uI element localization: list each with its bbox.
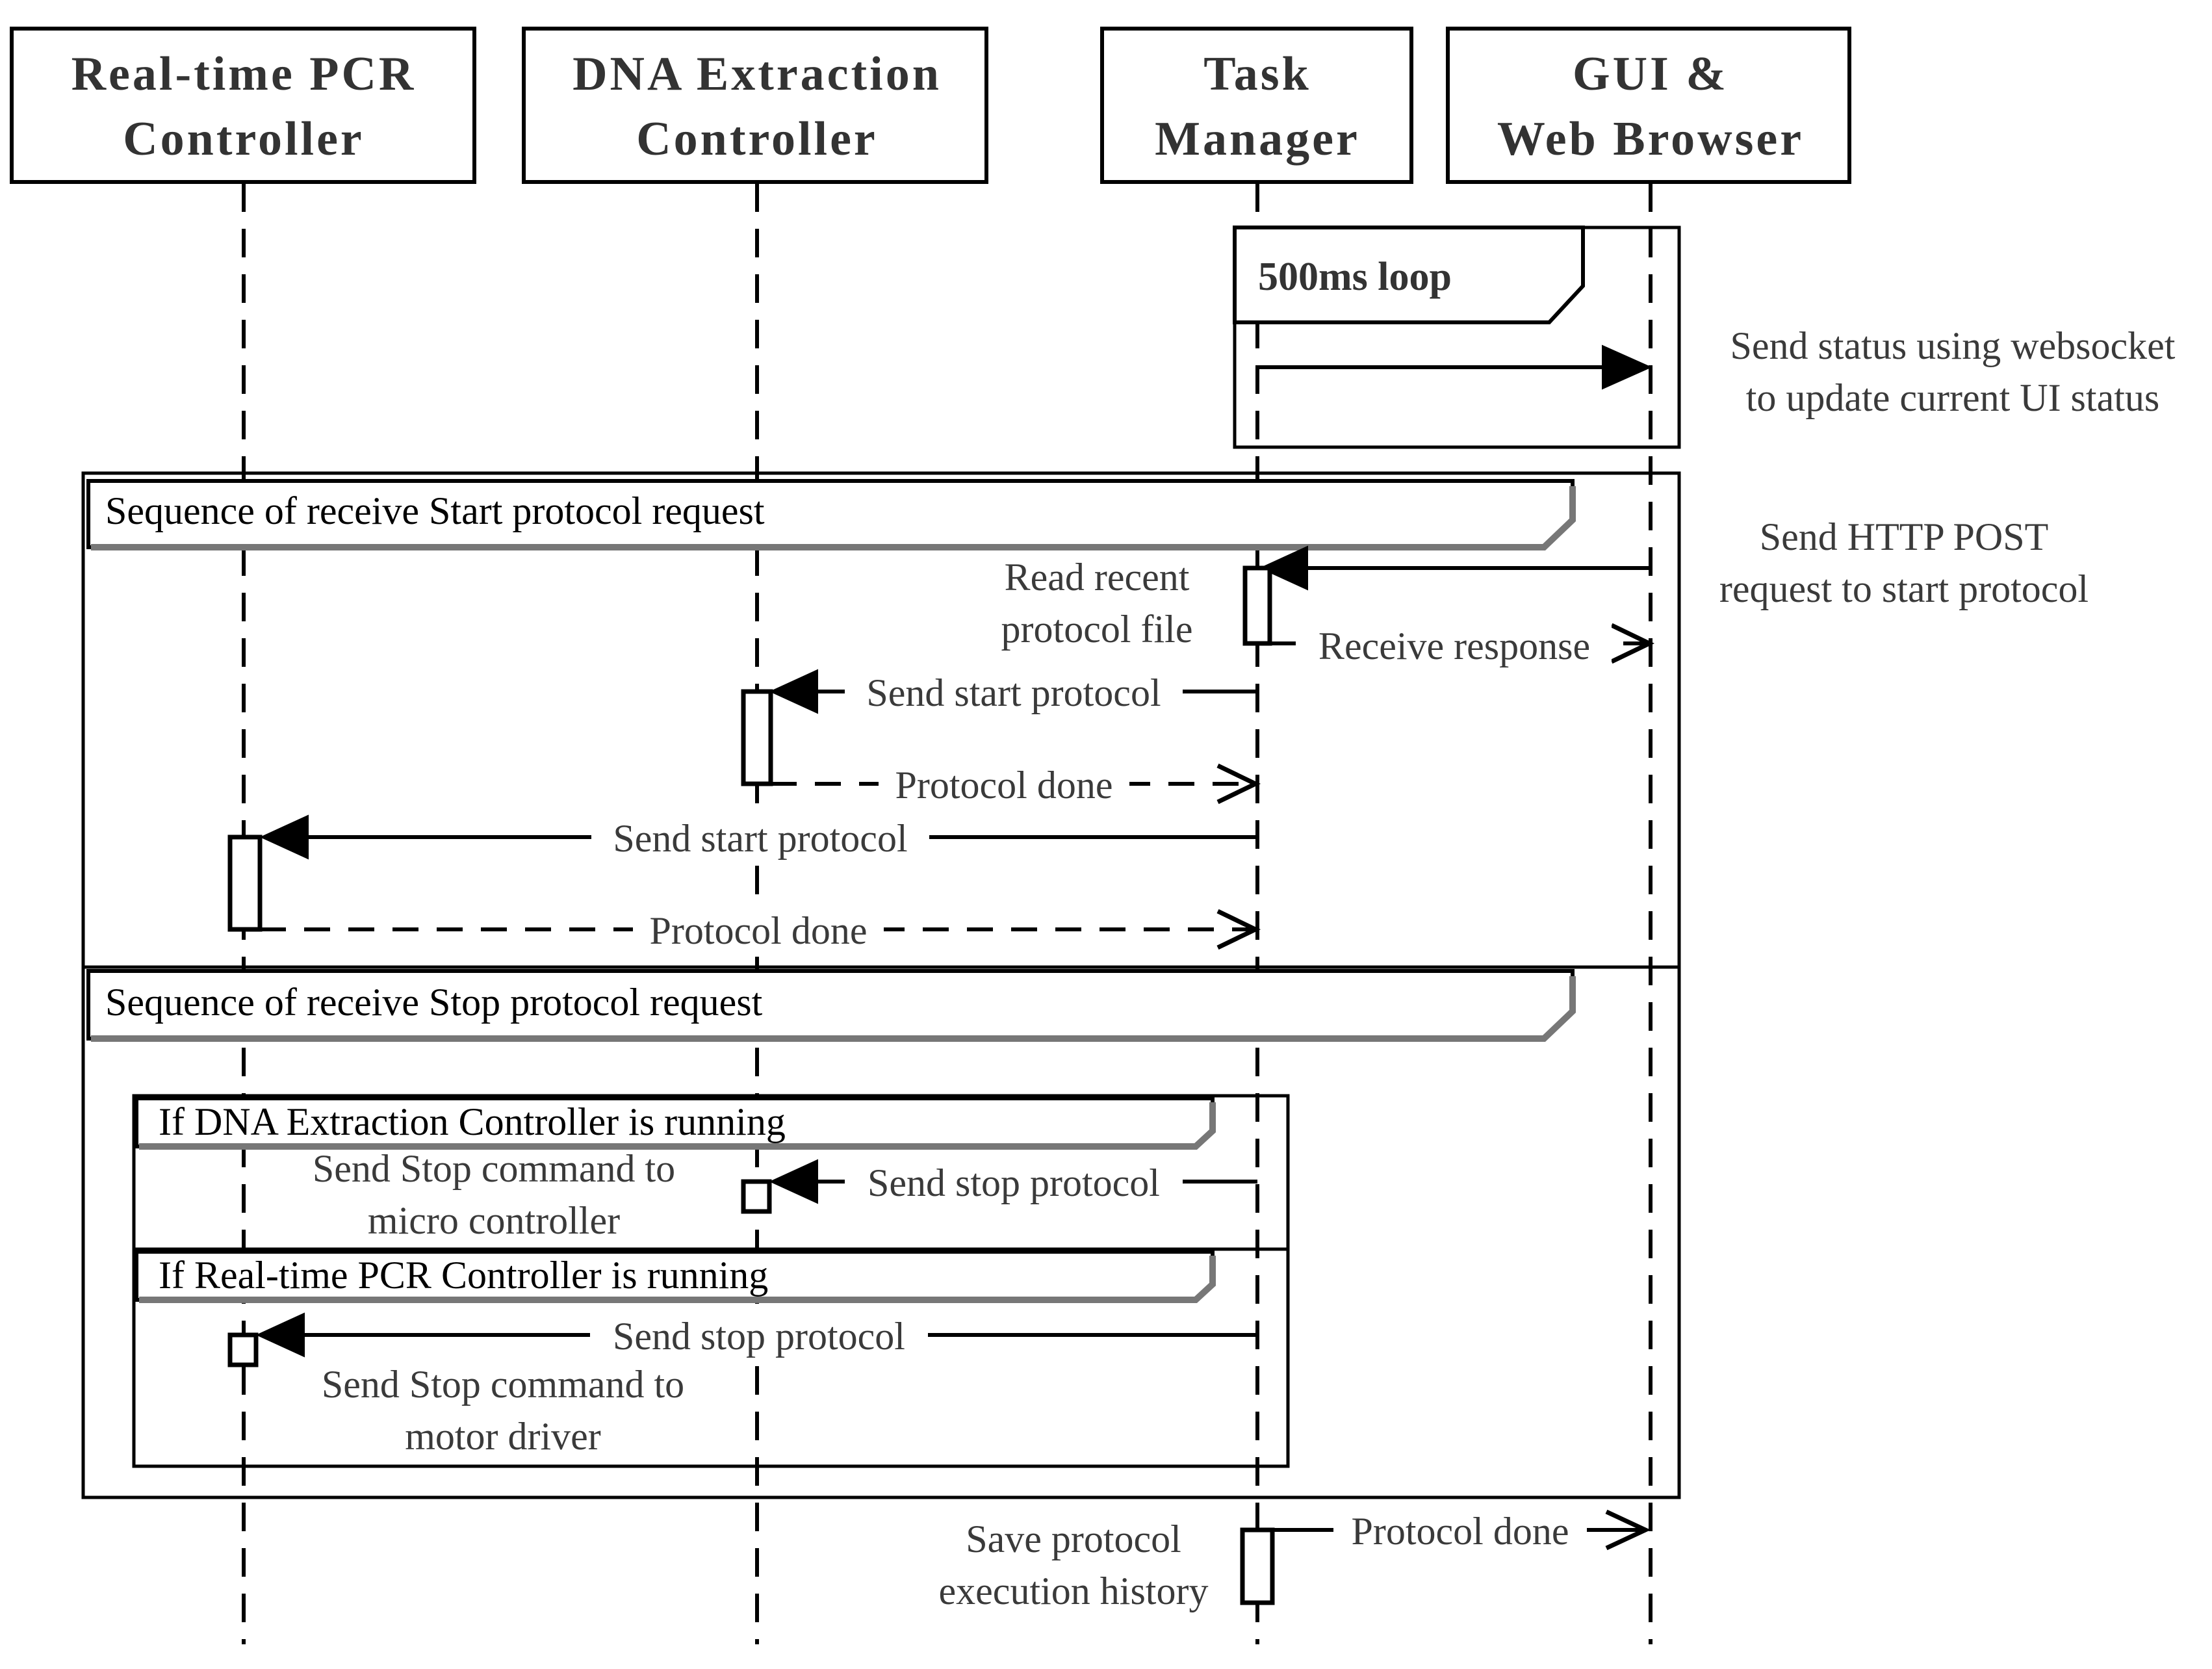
protocol-done-dna-arrowhead bbox=[1216, 763, 1261, 805]
sequence-outer-frame bbox=[81, 471, 1681, 1499]
pcr-controller-activation bbox=[227, 834, 263, 932]
start-sequence-title: Sequence of receive Start protocol reque… bbox=[105, 489, 765, 532]
alt-frame bbox=[132, 1094, 1290, 1468]
send-start-pcr-label-bg bbox=[591, 812, 929, 859]
send-stop-dna-arrowhead bbox=[769, 1159, 818, 1204]
http-post-note-line1: Send HTTP POST bbox=[1760, 515, 2049, 558]
alt-dna-title: If DNA Extraction Controller is running bbox=[159, 1100, 786, 1143]
pcr-stop-note-line2: motor driver bbox=[405, 1415, 601, 1458]
send-stop-pcr-label-bg bbox=[590, 1310, 928, 1357]
participant-dna-line1: DNA Extraction bbox=[572, 47, 942, 101]
pcr-stop-note-line1: Send Stop command to bbox=[322, 1363, 684, 1406]
websocket-note-line1: Send status using websocket bbox=[1730, 324, 2176, 367]
final-protocol-done-arrowhead bbox=[1605, 1509, 1651, 1551]
send-stop-pcr-label: Send stop protocol bbox=[613, 1315, 905, 1358]
dna-stop-note-line2: micro controller bbox=[368, 1199, 620, 1242]
send-start-pcr-label: Send start protocol bbox=[613, 817, 907, 860]
receive-response-label: Receive response bbox=[1318, 625, 1590, 667]
stop-sequence-title: Sequence of receive Stop protocol reques… bbox=[105, 981, 763, 1024]
read-file-note-line2: protocol file bbox=[1001, 608, 1193, 651]
loop-title: 500ms loop bbox=[1258, 255, 1452, 299]
pcr-stop-activation bbox=[227, 1332, 259, 1367]
participant-gui-line2: Web Browser bbox=[1497, 112, 1804, 166]
task-manager-activation-read bbox=[1242, 565, 1272, 646]
participant-dna-line2: Controller bbox=[636, 112, 878, 166]
participant-task-manager: Task Manager bbox=[1100, 27, 1413, 184]
receive-response-arrowhead bbox=[1610, 623, 1655, 664]
send-start-dna-label-bg bbox=[845, 667, 1183, 714]
send-stop-dna-label-bg bbox=[845, 1157, 1183, 1204]
participant-dna-extraction-controller: DNA Extraction Controller bbox=[522, 27, 988, 184]
send-start-dna-arrowhead bbox=[769, 669, 818, 714]
final-protocol-done-label: Protocol done bbox=[1352, 1510, 1569, 1553]
send-stop-pcr-arrowhead bbox=[255, 1312, 305, 1358]
final-protocol-done-label-bg bbox=[1333, 1507, 1587, 1552]
http-post-arrowhead bbox=[1259, 545, 1308, 591]
websocket-note-line2: to update current UI status bbox=[1746, 376, 2159, 419]
stop-sequence-tab: Sequence of receive Stop protocol reques… bbox=[86, 969, 1576, 1042]
alt-dna-tab: If DNA Extraction Controller is running bbox=[135, 1096, 1216, 1150]
alt-pcr-title: If Real-time PCR Controller is running bbox=[159, 1254, 768, 1297]
send-start-dna-label: Send start protocol bbox=[866, 671, 1161, 714]
protocol-done-pcr-label-bg bbox=[633, 905, 884, 951]
protocol-done-dna-label-bg bbox=[879, 759, 1129, 806]
http-post-note-line2: request to start protocol bbox=[1719, 567, 2089, 610]
participant-task-line1: Task bbox=[1203, 47, 1311, 101]
participant-task-line2: Manager bbox=[1155, 112, 1360, 166]
start-sequence-tab: Sequence of receive Start protocol reque… bbox=[86, 479, 1576, 550]
websocket-status-arrowhead bbox=[1602, 344, 1653, 390]
dna-stop-note-line1: Send Stop command to bbox=[313, 1147, 675, 1190]
save-history-note-line1: Save protocol bbox=[966, 1518, 1181, 1560]
read-file-note-line1: Read recent bbox=[1005, 556, 1190, 599]
send-start-pcr-arrowhead bbox=[259, 814, 309, 860]
participant-gui-line1: GUI & bbox=[1573, 47, 1729, 101]
alt-pcr-tab: If Real-time PCR Controller is running bbox=[135, 1250, 1216, 1303]
participant-pcr-line1: Real-time PCR bbox=[71, 47, 417, 101]
send-stop-dna-label: Send stop protocol bbox=[868, 1161, 1160, 1204]
protocol-done-dna-label: Protocol done bbox=[895, 764, 1113, 807]
protocol-done-pcr-arrowhead bbox=[1216, 909, 1261, 950]
dna-controller-activation bbox=[741, 689, 773, 786]
loop-frame: 500ms loop bbox=[1233, 226, 1681, 449]
participant-pcr-controller: Real-time PCR Controller bbox=[10, 27, 476, 184]
participant-pcr-line2: Controller bbox=[123, 112, 365, 166]
save-history-note-line2: execution history bbox=[939, 1570, 1209, 1612]
participant-gui-web-browser: GUI & Web Browser bbox=[1446, 27, 1851, 184]
dna-stop-activation bbox=[741, 1179, 772, 1214]
protocol-done-pcr-label: Protocol done bbox=[650, 909, 868, 952]
receive-response-label-bg bbox=[1298, 617, 1612, 663]
task-manager-activation-save bbox=[1240, 1527, 1275, 1605]
